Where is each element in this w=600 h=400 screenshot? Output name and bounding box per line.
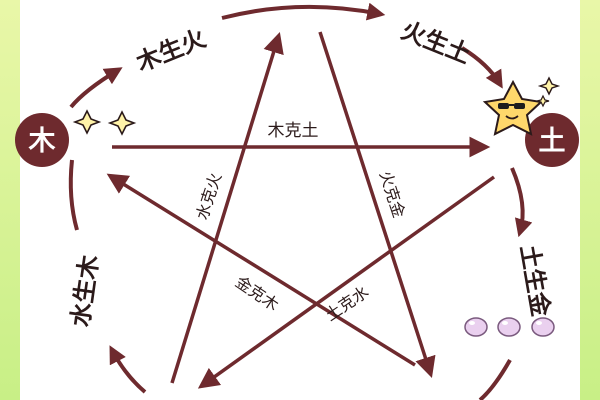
node-earth-circle <box>525 113 579 167</box>
line-metal-restrains-wood <box>106 173 416 367</box>
label-water-generates-wood: 水生木 <box>66 252 104 328</box>
label-fire-restrains-metal: 火克金 <box>376 169 409 221</box>
label-water-restrains-fire: 水克火 <box>192 171 225 223</box>
star-sunglasses-icon <box>482 76 561 136</box>
label-wood-generates-fire: 木生火 <box>131 24 209 77</box>
label-fire-generates-earth: 火生土 <box>397 16 474 69</box>
arc-water-to-wood <box>68 159 79 231</box>
sparkle-icon <box>72 109 137 136</box>
label-earth-generates-metal: 土生金 <box>515 243 555 320</box>
line-fire-restrains-metal <box>318 31 436 378</box>
pearls-icon <box>464 317 555 337</box>
arc-fire-earth-to-earth <box>460 46 503 89</box>
label-wood-restrains-earth: 木克土 <box>268 121 319 141</box>
arc-top-to-fire-earth <box>221 2 386 21</box>
line-earth-restrains-water <box>197 175 496 389</box>
line-water-restrains-fire <box>170 31 284 384</box>
label-earth-restrains-water: 土克水 <box>322 282 372 325</box>
arc-earth-to-metal <box>510 167 533 238</box>
node-wood-circle <box>15 113 69 167</box>
arc-bottom-left <box>109 345 147 394</box>
arc-metal-bottom <box>478 359 512 400</box>
node-wood-label: 木 <box>28 126 56 157</box>
node-earth-label: 土 <box>539 126 566 157</box>
arc-wood-to-fire <box>69 67 123 109</box>
